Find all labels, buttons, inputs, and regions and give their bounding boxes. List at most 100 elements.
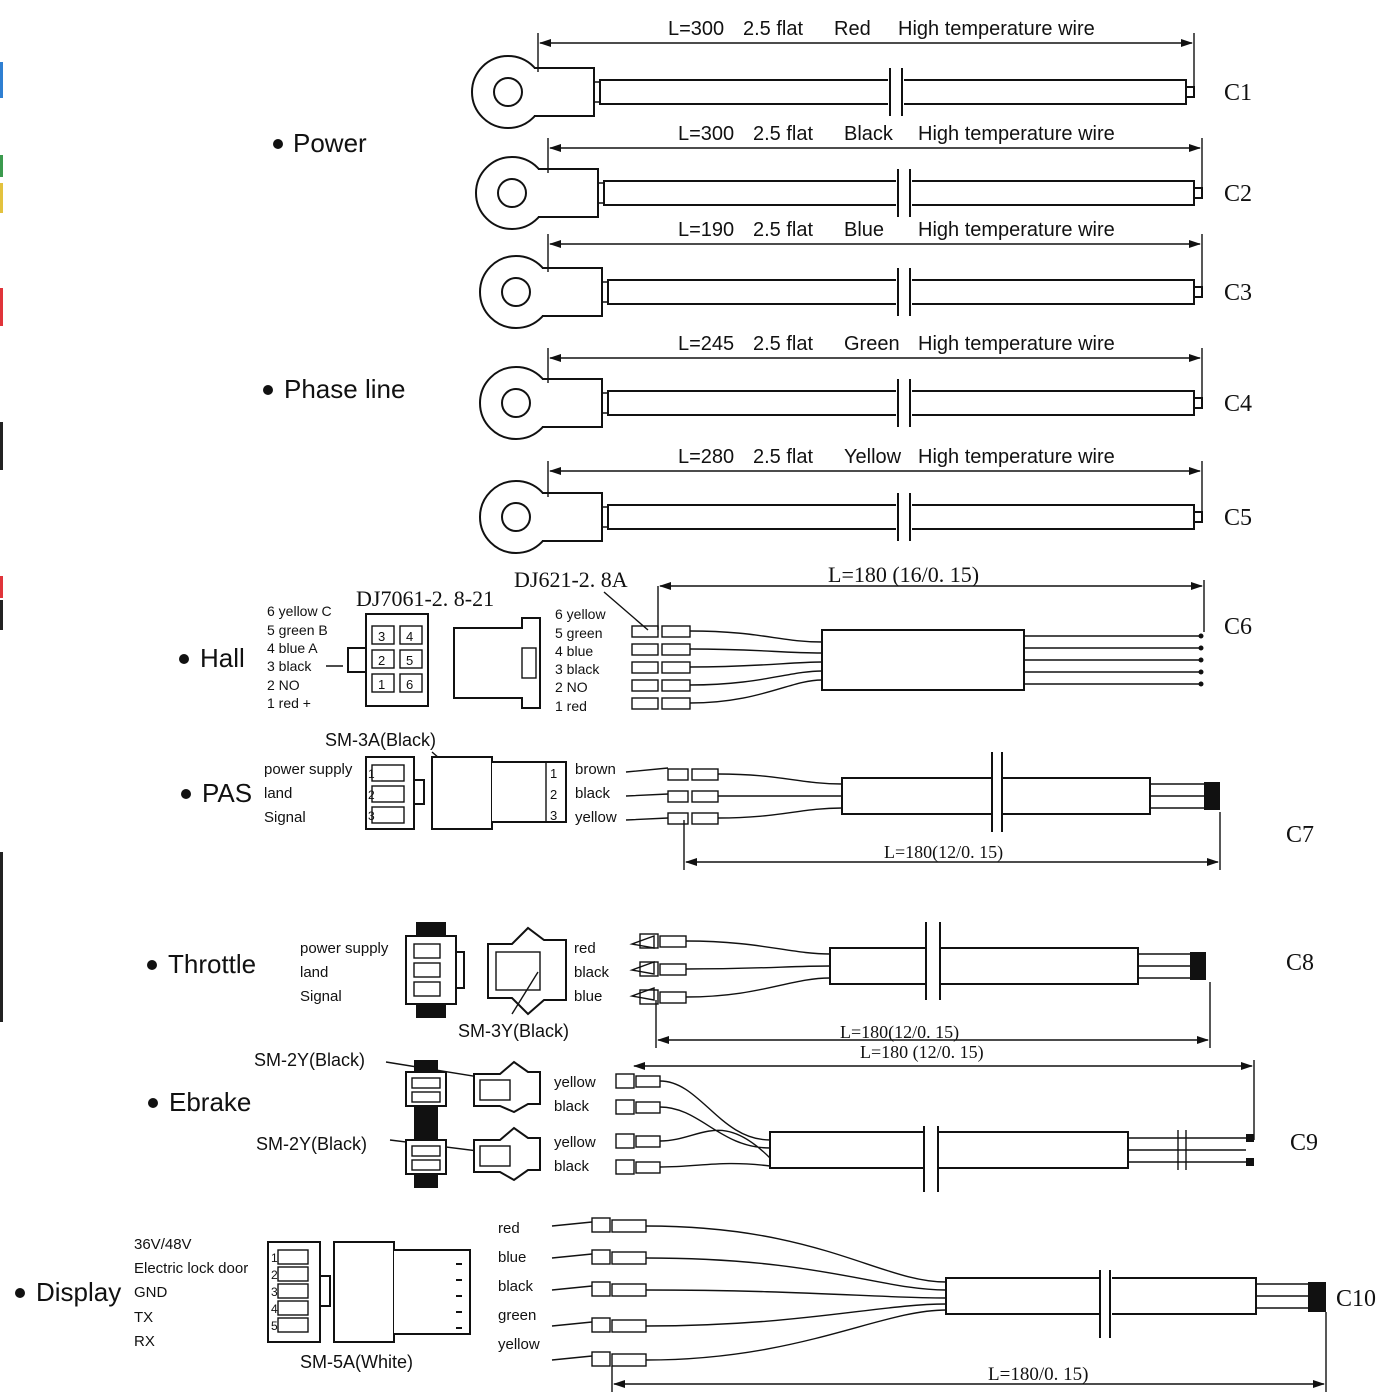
wire-spec: 2.5 flat [743,18,803,40]
throttle-color: red [574,940,596,957]
section-labels: Power Phase line Hall PAS Throttle Ebrak… [15,128,405,1307]
wire-type: High temperature wire [918,446,1115,468]
pas-code: C7 [1286,822,1314,848]
pas-pin-left: 1 [368,767,375,781]
wire-type: High temperature wire [918,333,1115,355]
hall-pin-number: 3 [378,629,385,644]
pas-color: brown [575,761,616,778]
hall-connector-a: DJ7061-2. 8-21 [356,586,494,611]
label-power: Power [293,128,367,158]
hall-pin-right: 3 black [555,661,600,677]
hall-harness: DJ7061-2. 8-21 DJ621-2. 8A 6 yellow C 5 … [267,562,1252,714]
hall-pin-left: 3 black [267,658,312,674]
pas-function: land [264,785,292,802]
wire-code: C5 [1224,505,1252,531]
wire-color: Black [844,123,894,145]
wire-type: High temperature wire [918,123,1115,145]
label-display: Display [36,1277,121,1307]
throttle-length: L=180(12/0. 15) [840,1022,959,1043]
wire-type: High temperature wire [898,18,1095,40]
label-throttle: Throttle [168,949,256,979]
display-function: GND [134,1284,168,1301]
hall-pin-right: 2 NO [555,679,588,695]
pas-pin-right: 3 [550,808,557,823]
pas-pin-left: 2 [368,788,375,802]
wire-length: L=300 [678,123,734,145]
hall-pin-left: 6 yellow C [267,603,332,619]
label-pas: PAS [202,778,252,808]
display-pin: 3 [271,1285,278,1299]
pas-length: L=180(12/0. 15) [884,842,1003,863]
throttle-color: black [574,964,610,981]
hall-pin-number: 1 [378,677,385,692]
hall-length: L=180 (16/0. 15) [828,562,979,587]
wire-length: L=190 [678,219,734,241]
display-color: green [498,1307,536,1324]
wire-spec: 2.5 flat [753,123,813,145]
display-pin: 4 [271,1302,278,1316]
pas-function: Signal [264,809,306,826]
display-function: 36V/48V [134,1236,192,1253]
throttle-connector: SM-3Y(Black) [458,1021,569,1041]
throttle-harness: power supply land Signal SM-3Y(Black) re… [300,922,1314,1048]
wire-color: Green [844,333,900,355]
wire-code: C2 [1224,181,1252,207]
display-function: RX [134,1333,155,1350]
label-hall: Hall [200,643,245,673]
wire-code: C3 [1224,280,1252,306]
wire-color: Yellow [844,446,902,468]
hall-pin-left: 1 red + [267,695,311,711]
display-pin: 1 [271,1251,278,1265]
hall-pin-right: 4 blue [555,643,593,659]
hall-code: C6 [1224,614,1252,640]
hall-pin-number: 6 [406,677,413,692]
wire-spec: 2.5 flat [753,446,813,468]
wire-row: L=280 2.5 flat Yellow High temperature wire… [479,446,1252,554]
wire-row: L=300 2.5 flat Black High temperature wireC… [475,123,1252,230]
ebrake-color: yellow [554,1134,596,1151]
ebrake-color: black [554,1098,590,1115]
ebrake-color: yellow [554,1074,596,1091]
ebrake-length: L=180 (12/0. 15) [860,1042,984,1063]
ebrake-harness: L=180 (12/0. 15) SM-2Y(Black) SM-2Y(Blac… [254,1042,1318,1192]
hall-pin-number: 4 [406,629,413,644]
wire-color: Blue [844,219,884,241]
display-pin: 2 [271,1268,278,1282]
wire-code: C4 [1224,391,1252,417]
hall-pin-left: 4 blue A [267,640,318,656]
pas-color: black [575,785,611,802]
display-color: red [498,1220,520,1237]
throttle-function: land [300,964,328,981]
hall-pin-cells: 3 4 2 5 1 6 [371,625,423,693]
hall-pin-number: 5 [406,653,413,668]
left-edge-marks [0,62,3,1022]
throttle-function: power supply [300,940,389,957]
hall-pin-right: 5 green [555,625,602,641]
ebrake-code: C9 [1290,1130,1318,1156]
display-harness: 36V/48V Electric lock door GND TX RX 1 2… [134,1217,1376,1392]
pas-function: power supply [264,761,353,778]
pas-pin-left: 3 [368,809,375,823]
pas-connector: SM-3A(Black) [325,730,436,750]
display-color: yellow [498,1336,540,1353]
throttle-code: C8 [1286,950,1314,976]
display-function: TX [134,1309,153,1326]
display-pin: 5 [271,1319,278,1333]
ebrake-connector-2: SM-2Y(Black) [256,1134,367,1154]
label-ebrake: Ebrake [169,1087,251,1117]
wire-code: C1 [1224,80,1252,106]
display-connector: SM-5A(White) [300,1352,413,1372]
wire-type: High temperature wire [918,219,1115,241]
display-function: Electric lock door [134,1260,248,1277]
hall-pin-left: 2 NO [267,677,300,693]
throttle-color: blue [574,988,602,1005]
wire-length: L=280 [678,446,734,468]
pas-color: yellow [575,809,617,826]
hall-pin-right: 6 yellow [555,606,606,622]
display-color: blue [498,1249,526,1266]
ebrake-color: black [554,1158,590,1175]
wire-color: Red [834,18,871,40]
